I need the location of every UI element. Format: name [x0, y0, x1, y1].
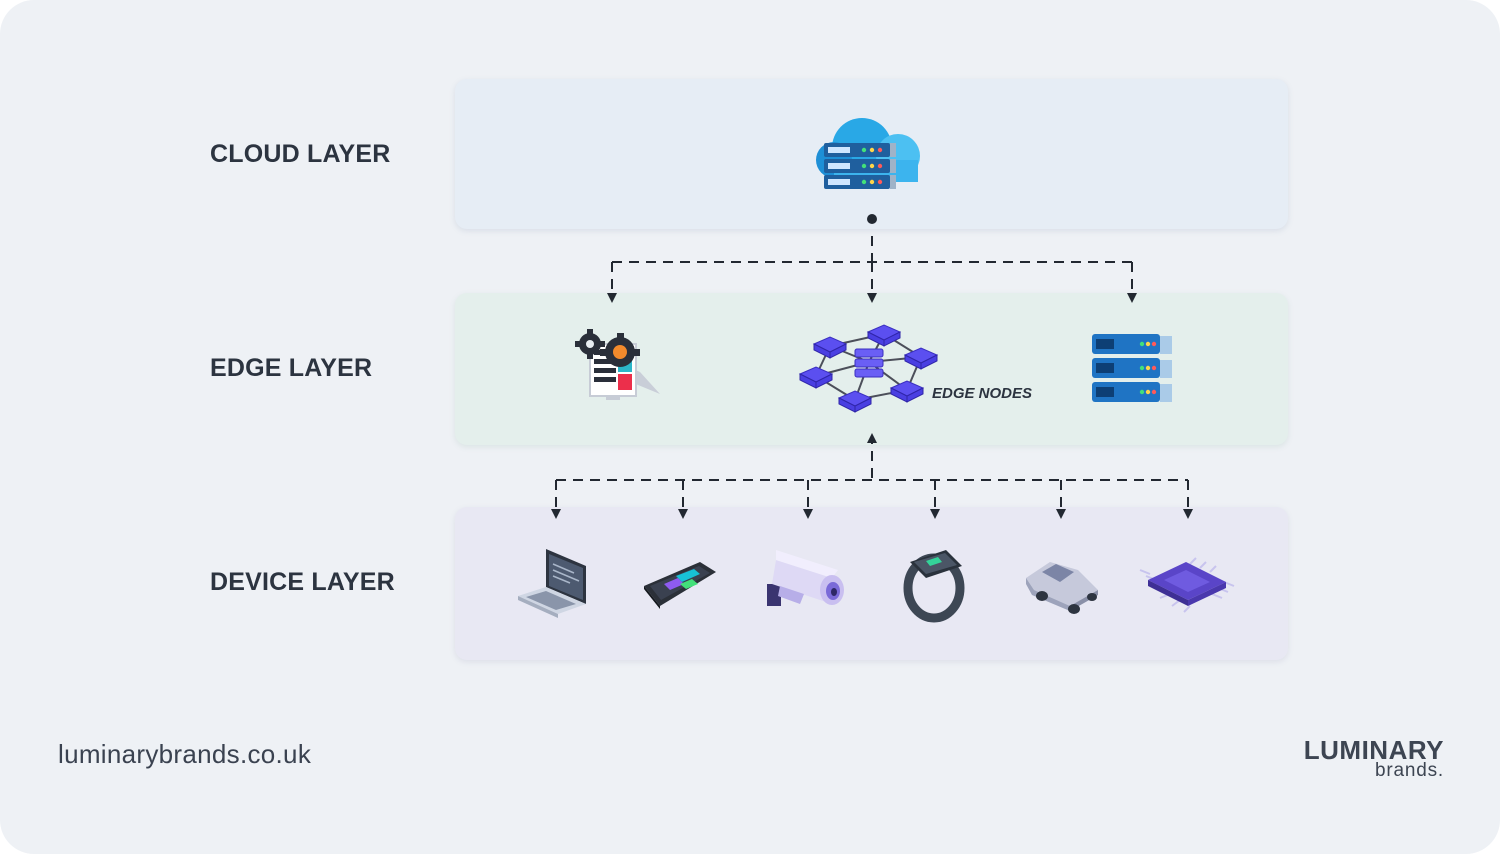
smartphone-icon	[644, 562, 716, 609]
device-layer-label: DEVICE LAYER	[210, 568, 395, 596]
edge-nodes-network-icon	[798, 324, 939, 413]
network-hub	[854, 348, 884, 378]
server-rack-icon	[1092, 334, 1172, 402]
microchip-icon	[1139, 557, 1235, 613]
edge-nodes-label: EDGE NODES	[932, 385, 1033, 402]
logo-wordmark: LUMINARY	[1303, 735, 1444, 765]
security-camera-icon	[767, 550, 844, 606]
gear-dashboard-icon	[575, 329, 660, 400]
laptop-icon	[518, 549, 586, 618]
device-to-edge-connectors	[551, 433, 1193, 519]
car-icon	[1026, 562, 1098, 614]
website-url: luminarybrands.co.uk	[58, 739, 312, 769]
edge-layer-label: EDGE LAYER	[210, 354, 373, 382]
logo-subtext: brands.	[1375, 760, 1444, 781]
connector-origin-dot	[867, 214, 877, 224]
cloud-server-icon	[816, 118, 920, 189]
cloud-layer-label: CLOUD LAYER	[210, 140, 391, 168]
network-node	[798, 324, 939, 407]
cloud-to-edge-connectors	[607, 214, 1137, 303]
smartwatch-icon	[903, 550, 965, 623]
brand-logo: LUMINARY brands.	[1288, 735, 1444, 781]
